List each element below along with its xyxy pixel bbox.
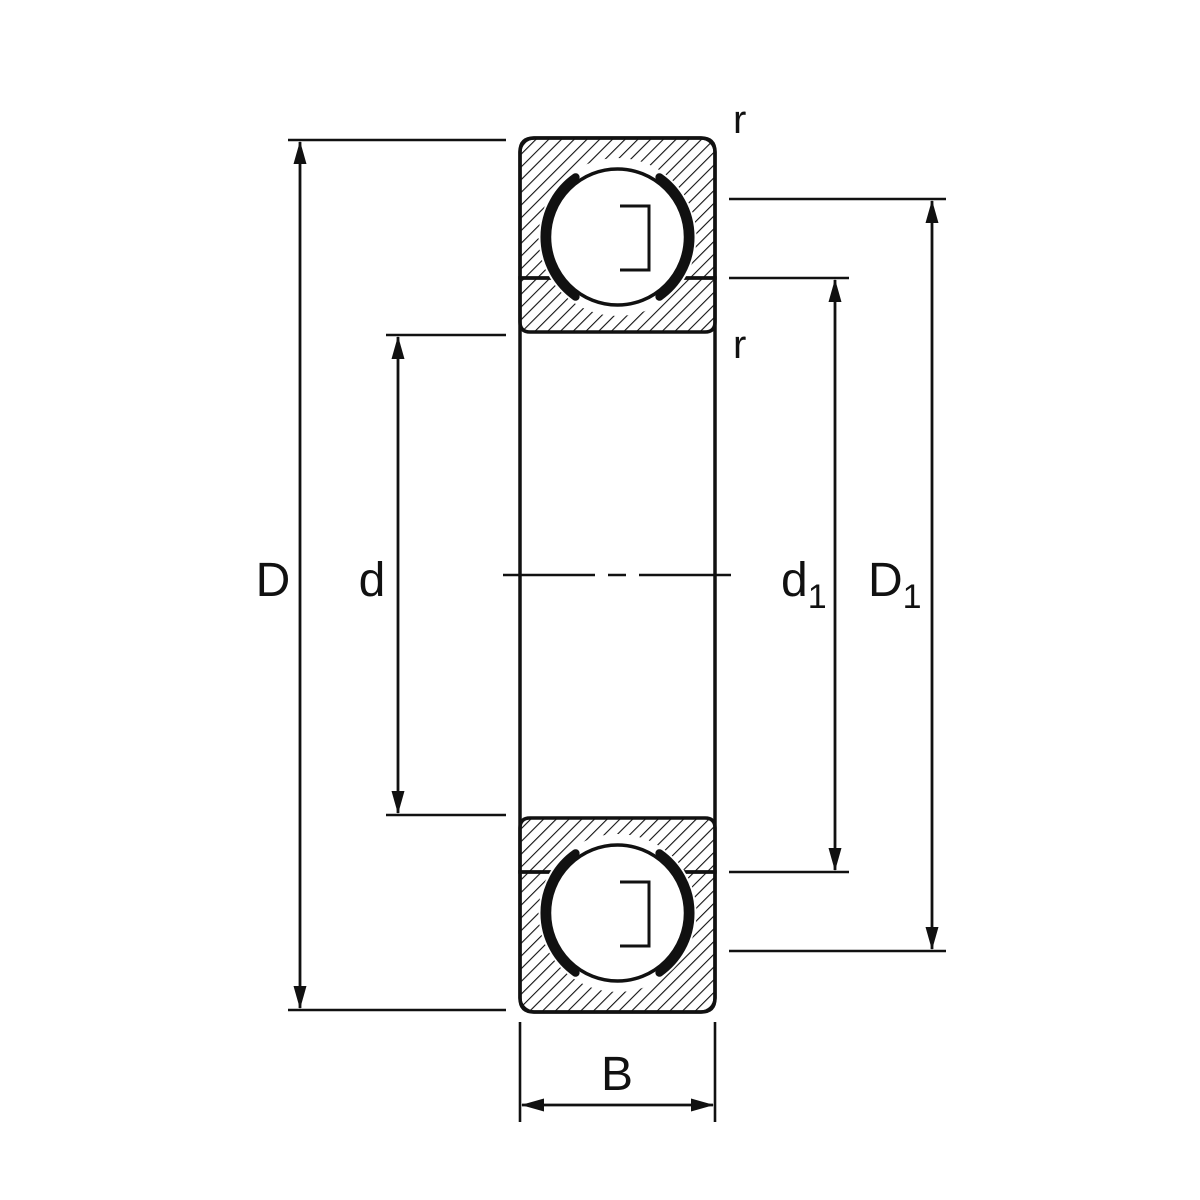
raceway-arc-left-top (540, 173, 580, 301)
arrowhead-d1-top (828, 279, 842, 302)
bearing-section (503, 136, 732, 1014)
arrowhead-D1-bottom (925, 927, 939, 950)
arrowhead-B-left (521, 1098, 544, 1112)
ball-bottom (547, 843, 688, 983)
label-D: D (256, 554, 291, 607)
cage-section-bottom (620, 880, 651, 948)
label-r-inner-corner: r (733, 323, 746, 367)
arrowhead-d-top (391, 336, 405, 359)
label-d1-subscript: 1 (808, 578, 827, 616)
label-r-outer-corner: r (733, 98, 746, 142)
arrowhead-d-bottom (391, 791, 405, 814)
arrowhead-B-right (691, 1098, 714, 1112)
cage-section-top (620, 204, 651, 272)
label-B: B (601, 1048, 633, 1101)
arrowhead-D1-top (925, 200, 939, 223)
arrowhead-D-top (293, 141, 307, 164)
dimension-d: d (359, 333, 506, 817)
dimension-D1: D1 (729, 197, 946, 953)
radius-labels: r r (733, 98, 746, 367)
label-D1-base: D (868, 554, 903, 607)
arrowhead-D-bottom (293, 986, 307, 1009)
raceway-arc-right-top (655, 173, 695, 301)
dimension-B: B (518, 1022, 717, 1122)
raceway-arc-left-bottom (540, 849, 580, 977)
label-D1: D1 (868, 554, 922, 616)
label-d1-base: d (781, 554, 808, 607)
label-d: d (359, 554, 386, 607)
dimension-D: D (256, 138, 506, 1012)
label-d1: d1 (781, 554, 827, 616)
arrowhead-d1-bottom (828, 848, 842, 871)
ball-top (547, 167, 688, 307)
label-D1-subscript: 1 (903, 578, 922, 616)
raceway-arc-right-bottom (655, 849, 695, 977)
dimension-d1: d1 (729, 276, 849, 874)
